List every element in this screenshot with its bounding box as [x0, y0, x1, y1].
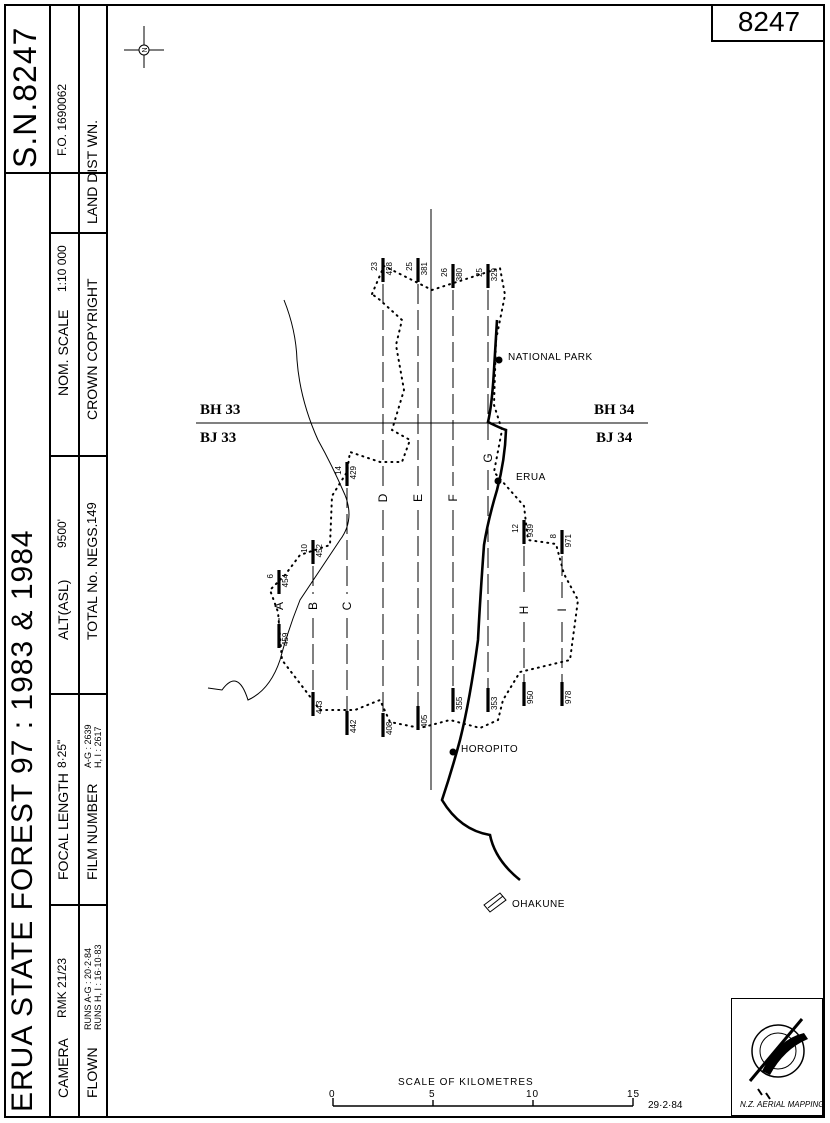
scale-tick-5: 5 — [429, 1089, 436, 1100]
row-divider-alt — [49, 455, 106, 457]
run-top-count: 23 — [370, 261, 379, 270]
place-national-park: NATIONAL PARK — [508, 352, 593, 363]
tile-label-bh33: BH 33 — [200, 402, 241, 418]
flight-run-g: G 25 329 353 — [475, 264, 499, 712]
run-letter-h: H — [517, 606, 531, 615]
run-top-count: 8 — [549, 533, 558, 538]
scale-bar — [332, 1098, 634, 1107]
place-horopito: HOROPITO — [461, 744, 519, 755]
run-top-count: 25 — [405, 261, 414, 270]
flight-run-b: B 10 452 443 — [300, 540, 324, 716]
company-stamp: N.Z. AERIAL MAPPING — [731, 998, 824, 1116]
run-top-count: 10 — [300, 543, 309, 552]
run-top-number: 381 — [420, 261, 429, 275]
place-erua: ERUA — [516, 472, 546, 483]
tile-label-bj34: BJ 34 — [596, 430, 633, 446]
ohakune-town-icon — [483, 892, 507, 913]
run-bottom-number: 442 — [349, 719, 358, 733]
column-divider-1 — [78, 4, 80, 1118]
coverage-boundary — [268, 264, 580, 730]
run-top-number: 971 — [564, 533, 573, 547]
run-top-number: 454 — [281, 573, 290, 587]
run-bottom-number: 950 — [526, 690, 535, 704]
column-divider-2 — [106, 4, 108, 1118]
stamp-text: N.Z. AERIAL MAPPING — [740, 1100, 822, 1109]
scale-tick-0: 0 — [329, 1089, 336, 1100]
run-letter-d: D — [376, 493, 390, 502]
run-bottom-number: 355 — [455, 696, 464, 710]
erua-marker — [494, 477, 502, 485]
run-letter-i: I — [555, 608, 569, 611]
scale-bar-title: SCALE OF KILOMETRES — [398, 1077, 534, 1088]
run-top-count: 12 — [511, 523, 520, 532]
run-bottom-number: 978 — [564, 690, 573, 704]
sheet-number-badge: 8247 — [711, 4, 825, 42]
north-arrow-icon: N — [124, 26, 164, 68]
run-top-count: 25 — [475, 267, 484, 276]
run-letter-a: A — [272, 602, 286, 610]
tile-label-bj33: BJ 33 — [200, 430, 237, 446]
run-top-number: 452 — [315, 543, 324, 557]
scale-tick-15: 15 — [627, 1089, 641, 1100]
railway-line — [440, 319, 521, 882]
aerial-mapping-logo-icon: N.Z. AERIAL MAPPING — [740, 1018, 824, 1109]
run-bottom-number: 459 — [281, 632, 290, 646]
national-park-marker — [495, 356, 503, 364]
scale-tick-10: 10 — [526, 1089, 540, 1100]
tile-label-bh34: BH 34 — [594, 402, 635, 418]
flight-run-c: C 14 429 442 — [334, 462, 358, 735]
run-bottom-number: 353 — [490, 696, 499, 710]
flight-run-e: E 25 381 405 — [405, 258, 429, 730]
flight-run-a: A 6 454 459 — [266, 570, 290, 648]
run-top-number: 329 — [490, 267, 499, 281]
row-divider-scale — [49, 232, 106, 234]
flight-run-i: I 8 971 978 — [549, 530, 573, 706]
flight-runs: A 6 454 459 B 10 452 443 C 14 429 442 D 23 428 408 E 25 38… — [266, 258, 573, 737]
title-divider — [49, 4, 51, 1118]
run-top-count: 26 — [440, 267, 449, 276]
run-top-count: 6 — [266, 573, 275, 578]
row-divider-camera — [49, 904, 106, 906]
map-frame — [4, 4, 825, 1118]
flight-run-f: F 26 380 355 — [440, 264, 464, 712]
flight-run-d: D 23 428 408 — [370, 258, 394, 737]
north-label: N — [142, 47, 149, 52]
run-bottom-number: 405 — [420, 714, 429, 728]
map-date: 29·2·84 — [648, 1100, 683, 1111]
run-letter-c: C — [340, 601, 354, 610]
flight-run-h: H 12 939 950 — [511, 520, 535, 706]
run-top-number: 939 — [526, 523, 535, 537]
sheet-id-divider — [4, 172, 106, 174]
run-top-number: 429 — [349, 465, 358, 479]
run-letter-f: F — [446, 494, 460, 501]
run-top-number: 380 — [455, 267, 464, 281]
row-divider-focal — [49, 693, 106, 695]
run-letter-e: E — [411, 494, 425, 502]
run-bottom-number: 408 — [385, 721, 394, 735]
horopito-marker — [449, 748, 457, 756]
place-ohakune: OHAKUNE — [512, 899, 565, 910]
run-top-number: 428 — [385, 261, 394, 275]
run-top-count: 14 — [334, 465, 343, 474]
run-letter-b: B — [306, 602, 320, 610]
river — [207, 299, 350, 701]
run-bottom-number: 443 — [315, 700, 324, 714]
run-letter-g: G — [481, 453, 495, 462]
